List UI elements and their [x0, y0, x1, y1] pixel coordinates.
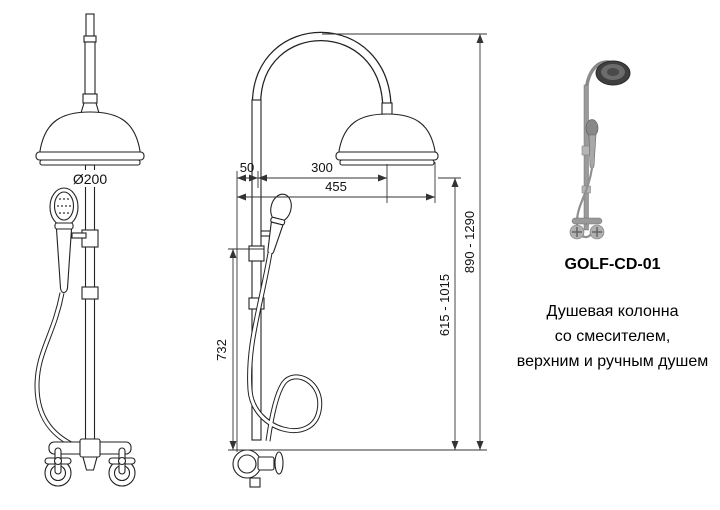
hose-front-outer [34, 292, 84, 452]
mixer-handle-side [274, 451, 284, 475]
product-description-line-3: верхним и ручным душем [516, 353, 709, 370]
gooseneck-outer [251, 31, 392, 111]
front-view-drawing [34, 13, 145, 487]
handset-side [267, 193, 292, 255]
dim-label-300: 300 [311, 160, 333, 175]
front-top-pipe [84, 41, 96, 95]
column-sleeve-2-front [81, 286, 99, 300]
mixer-diverter-side [249, 477, 261, 488]
overhead-shower-dome-side [338, 113, 436, 153]
product-photo [569, 60, 631, 240]
overhead-shower-dome-front [39, 111, 141, 153]
column-pipe-side [251, 99, 262, 441]
dim-label-732: 732 [214, 339, 229, 361]
hose-side-inner [248, 252, 322, 442]
mixer-diverter-front [82, 456, 98, 471]
dome-flange-front [35, 151, 145, 161]
hose-front-inner [35, 292, 84, 451]
photo-column-pipe [583, 84, 589, 231]
side-view-drawing [232, 31, 439, 488]
photo-cross-handle-left [572, 227, 582, 237]
product-info-panel: GOLF-CD-01 Душевая колонна со смесителем… [505, 0, 720, 510]
dome-rim-front [39, 159, 141, 166]
mixer-flange-side-inner [237, 454, 257, 474]
mixer-body-side [257, 456, 275, 471]
photo-shower-face-center [607, 68, 619, 76]
dimension-lines [228, 33, 487, 452]
photo-mixer-body [571, 217, 603, 225]
photo-cross-handle-right [592, 227, 602, 237]
dim-label-diameter: Ø200 [73, 171, 107, 187]
dim-label-890-1290: 890 - 1290 [462, 211, 477, 273]
gooseneck-inner [253, 33, 391, 111]
dim-label-455: 455 [325, 179, 347, 194]
diameter-label-backing [68, 170, 112, 187]
product-code: GOLF-CD-01 [564, 256, 661, 273]
front-top-nipple [85, 13, 95, 37]
product-description-line-2: со смесителем, [554, 328, 671, 345]
handset-handle-front [55, 228, 73, 294]
front-joint-collar [82, 93, 98, 104]
column-pipe-front [84, 164, 96, 441]
dome-flange-side [335, 151, 439, 161]
handset-neck-front [54, 222, 74, 230]
cross-handle-right [108, 447, 136, 475]
dim-label-50: 50 [240, 160, 254, 175]
dim-label-615-1015: 615 - 1015 [437, 274, 452, 336]
handset-spray-holes [57, 198, 71, 214]
gooseneck-joint [381, 102, 393, 116]
mixer-center-block-front [79, 438, 101, 458]
product-description: Душевая колонна со смесителем, верхним и… [505, 299, 720, 374]
product-description-line-1: Душевая колонна [546, 303, 679, 320]
cross-handle-left [44, 447, 72, 475]
column-sleeve-1-side [248, 245, 265, 262]
front-top-collar [83, 35, 97, 43]
handset-bracket-front [71, 232, 87, 239]
